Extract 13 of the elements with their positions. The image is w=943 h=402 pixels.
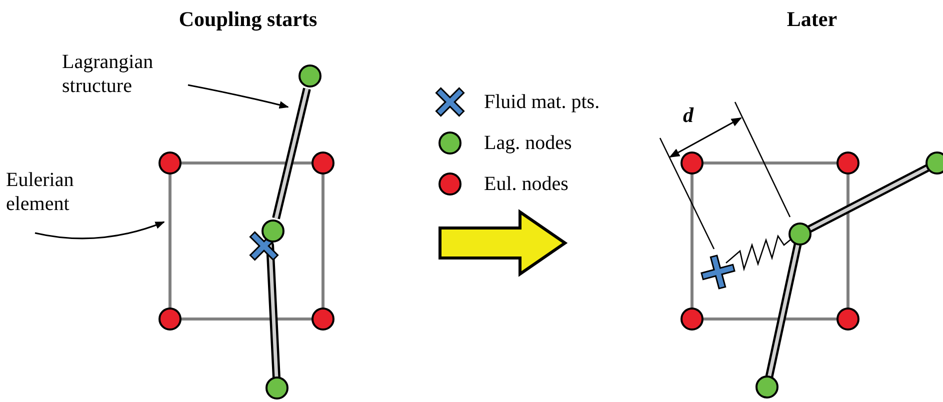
callout-text: Lagrangian structure [62,50,202,98]
dimension-label: d [683,102,694,129]
legend-label: Eul. nodes [484,172,568,196]
leader-line [188,84,289,109]
rod [272,88,311,220]
element-square [690,162,850,320]
callout-text: Eulerian element [6,168,116,216]
panel-heading: Coupling starts [178,6,318,33]
legend-label: Lag. nodes [484,131,572,155]
element-square [168,162,324,320]
legend-label: Fluid mat. pts. [484,90,600,114]
panel-heading: Later [786,6,838,33]
leader-line [34,221,165,240]
